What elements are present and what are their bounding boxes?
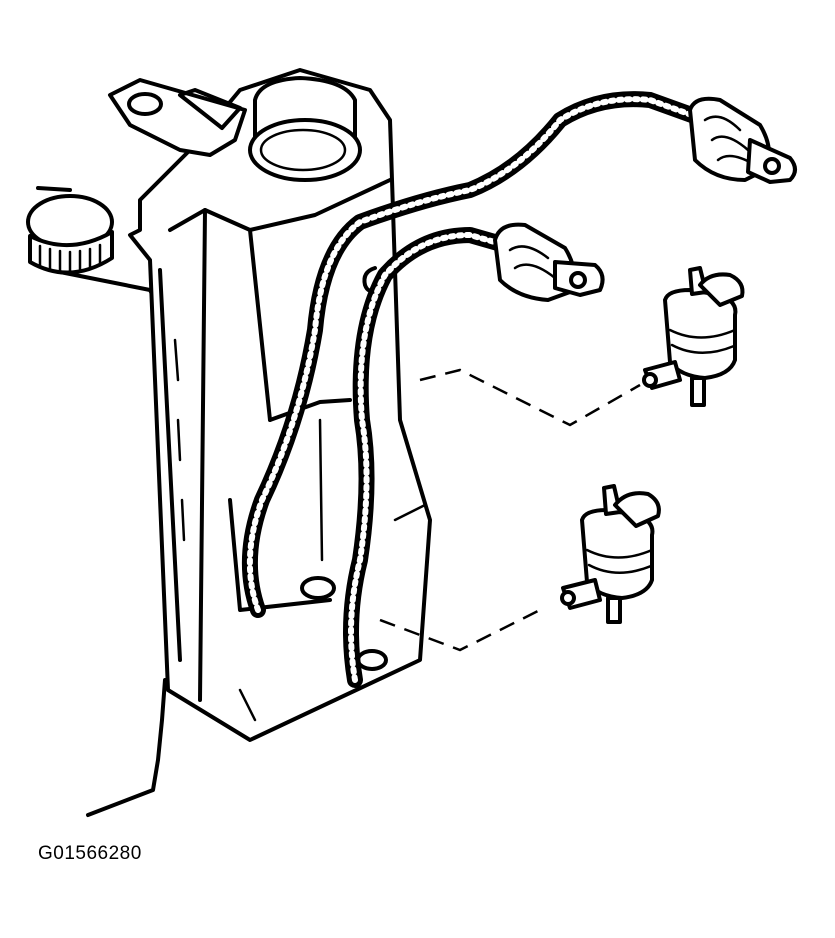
lower-harness-connector: [493, 222, 605, 302]
upper-harness-connector: [688, 96, 797, 184]
upper-washer-pump: [642, 266, 745, 407]
washer-fluid-reservoir: [108, 68, 432, 742]
leader-lines: [379, 368, 641, 652]
figure-code-label: G01566280: [38, 843, 142, 864]
bracket-lead-line: [86, 678, 167, 817]
adjacent-component: [26, 186, 162, 312]
lower-washer-pump: [560, 484, 661, 624]
wiring-harness: [241, 91, 708, 688]
